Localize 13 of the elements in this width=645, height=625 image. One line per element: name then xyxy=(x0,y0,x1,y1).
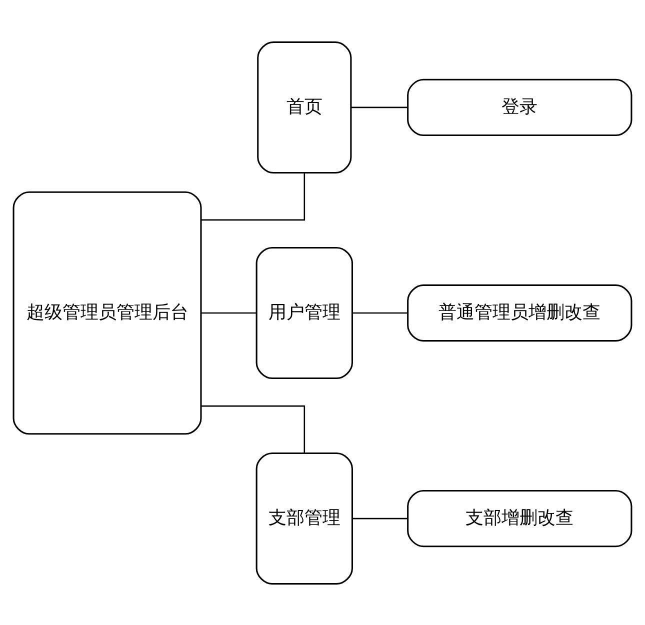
node-box: 超级管理员管理后台 xyxy=(12,190,202,434)
connector xyxy=(352,312,408,314)
connector xyxy=(351,106,408,108)
node-box: 首页 xyxy=(257,40,352,174)
node-box: 登录 xyxy=(407,78,632,136)
node-box: 支部增删改查 xyxy=(407,489,632,547)
node-box: 用户管理 xyxy=(256,246,353,379)
connector xyxy=(201,312,256,314)
connector xyxy=(201,404,306,453)
connector xyxy=(201,172,306,220)
node-box: 普通管理员增删改查 xyxy=(407,284,632,342)
connector xyxy=(352,517,408,519)
node-box: 支部管理 xyxy=(256,452,353,584)
